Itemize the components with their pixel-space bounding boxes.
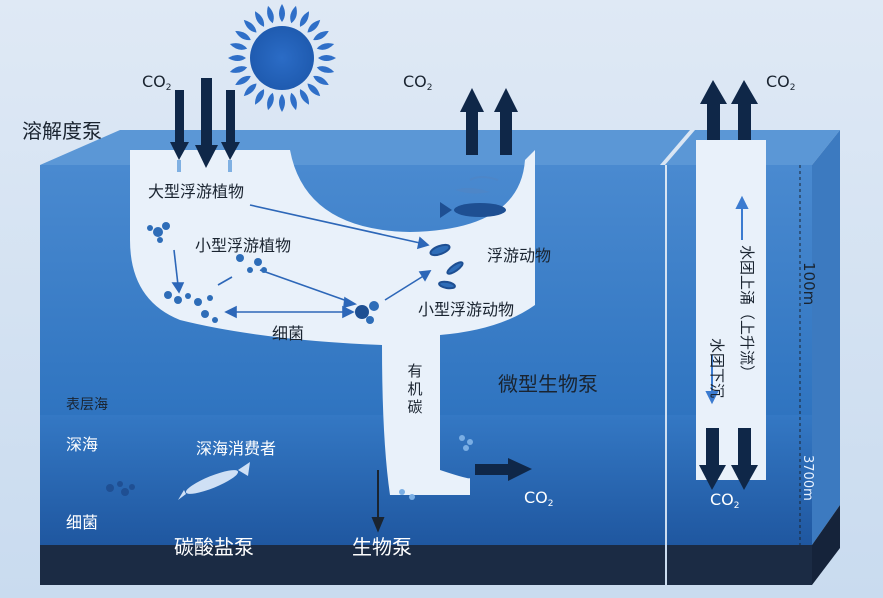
food-web-arrows [171, 204, 432, 319]
deep-plankton-icon [399, 435, 473, 500]
downwelling-label: 水团下沉 [708, 338, 726, 399]
column-floor [667, 545, 812, 585]
biological-pump-funnel [130, 150, 535, 495]
column-flow-arrows [705, 195, 749, 405]
deep-bacteria-icon [106, 481, 135, 496]
co2-down-arrows-column [699, 428, 758, 490]
co2-up-arrows-column [700, 80, 758, 140]
biological-pump-label: 生物泵 [352, 535, 412, 559]
phytoplankton-icon [147, 222, 267, 323]
co2-label-center: CO2 [403, 72, 433, 93]
small-zooplankton-label: 小型浮游动物 [418, 300, 515, 319]
deep-sea-label: 深海 [66, 435, 99, 454]
sun-icon [228, 4, 336, 112]
co2-label-left: CO2 [142, 72, 172, 93]
zooplankton-label: 浮游动物 [487, 246, 552, 265]
small-phytoplankton-label: 小型浮游植物 [195, 236, 292, 255]
co2-outflow-arrow [475, 458, 532, 481]
solubility-pump-label: 溶解度泵 [22, 119, 102, 143]
water-mass-column [696, 140, 766, 480]
surface-ocean-label: 表层海 [66, 397, 108, 413]
large-phytoplankton-label: 大型浮游植物 [148, 182, 245, 201]
upwelling-label: 水团上涌（上升流） [738, 245, 756, 381]
co2-down-arrows [170, 78, 240, 168]
column-side-face [812, 130, 840, 545]
co2-label-right: CO2 [766, 72, 796, 93]
co2-up-arrows-center [460, 88, 518, 155]
column-side-floor [812, 505, 840, 585]
co2-label-column-bottom: CO2 [710, 490, 740, 511]
depth-100m-label: 100m [800, 262, 818, 306]
bio-pump-down-arrow [371, 470, 385, 533]
organic-carbon-label: 有机碳 [407, 362, 423, 416]
deep-consumer-icon [178, 462, 250, 500]
fish-icon [440, 176, 506, 218]
deep-bacteria-label: 细菌 [66, 513, 99, 532]
zooplankton-icon [429, 243, 464, 290]
deep-ocean-layer [40, 415, 665, 545]
bacteria-icon [355, 301, 379, 324]
carbonate-pump-label: 碳酸盐泵 [174, 535, 254, 559]
bacteria-label: 细菌 [272, 324, 305, 343]
deep-consumer-label: 深海消费者 [196, 439, 277, 458]
depth-3700m-label: 3700m [800, 455, 815, 501]
co2-inner-arrows [177, 160, 232, 172]
seafloor [40, 545, 665, 585]
co2-label-outflow: CO2 [524, 488, 554, 509]
microbial-pump-label: 微型生物泵 [498, 372, 598, 396]
